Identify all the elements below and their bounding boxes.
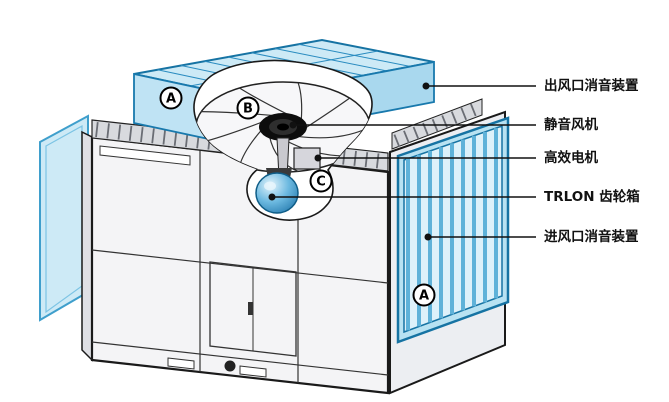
body-left-edge [81,130,93,362]
callout-dot [268,193,276,201]
drive-train [255,137,321,214]
marker-C-drive: C [309,169,333,193]
marker-letter-C-drive: C [316,175,326,190]
marker-letter-A-outlet: A [166,92,176,107]
front-vent-slot [99,145,191,166]
marker-A-outlet: A [159,86,183,110]
marker-letter-A-inlet: A [419,289,429,304]
body-front [81,130,390,395]
fan-hub-center [277,123,289,131]
callout-inlet-silencer: 进风口消音装置 [424,228,639,245]
left-side-panel [39,114,89,322]
callout-silent-fan: 静音风机 [289,116,598,133]
callout-label-gearbox: TRLON 齿轮箱 [544,188,640,205]
inlet-silencer-panel [396,116,510,344]
callout-outlet-silencer: 出风口消音装置 [422,77,639,94]
access-door [209,261,297,357]
base-details [167,357,267,378]
right-deck-hatching [393,101,481,148]
callouts: 出风口消音装置 静音风机 高效电机 TRLON 齿轮箱 进风口消音装置 [268,77,640,245]
marker-A-inlet: A [412,283,436,307]
callout-dot [422,82,430,90]
marker-letter-B-fan: B [243,102,253,117]
callout-dot [314,154,322,162]
left-side-panel-face [39,114,89,322]
marker-B-fan: B [236,96,260,120]
callout-dot [289,121,297,129]
callout-label-inlet-silencer: 进风口消音装置 [544,228,639,245]
callout-motor: 高效电机 [314,149,598,166]
callout-dot [424,233,432,241]
callout-label-silent-fan: 静音风机 [544,116,598,133]
callout-label-outlet-silencer: 出风口消音装置 [544,77,639,94]
right-deck-strip [391,98,483,150]
door-handle [248,302,253,315]
trlon-gearbox-housing [255,172,299,214]
letter-markers: A B C A [159,86,436,307]
gearbox-highlight [264,181,276,191]
callout-label-motor: 高效电机 [544,149,598,166]
callout-gearbox: TRLON 齿轮箱 [268,188,640,205]
drain-port [224,360,236,372]
